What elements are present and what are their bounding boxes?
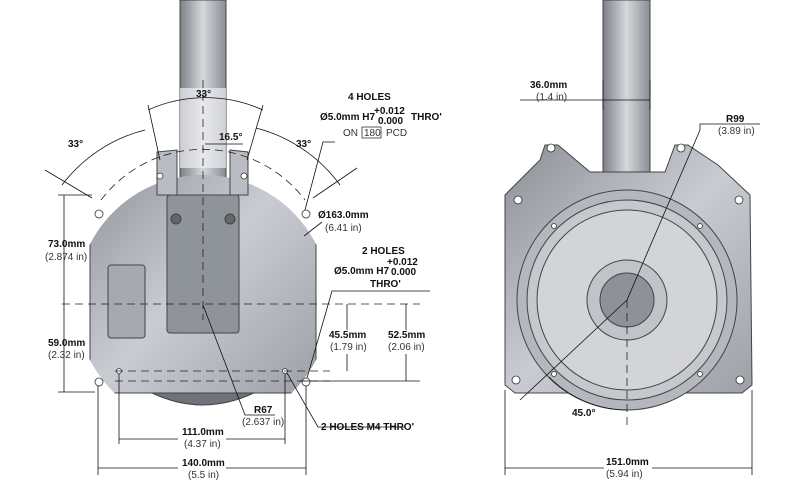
height-52-5-in: (2.06 in)	[388, 342, 425, 353]
angle-top-label: 33°	[196, 89, 211, 100]
angle-45-label: 45.0°	[572, 408, 595, 419]
radius-67-in: (2.637 in)	[242, 417, 284, 428]
width-140-in: (5.5 in)	[188, 470, 219, 481]
pcd-value: 180	[364, 128, 381, 139]
holes2-thro: THRO'	[370, 279, 401, 290]
angle-right-label: 33°	[296, 139, 311, 150]
holes4-spec: Ø5.0mm H7	[320, 112, 375, 123]
front-view: 33° 33° 33° 16.5° 4 HOLES Ø5.0mm H7 +0.0…	[44, 0, 442, 481]
holes4-tol-lower: 0.000	[378, 116, 403, 127]
m4-holes-label: 2 HOLES M4 THRO'	[321, 422, 414, 433]
holes2-tol-lower: 0.000	[391, 267, 416, 278]
side-recess	[107, 264, 146, 339]
height-59-mm: 59.0mm	[48, 338, 85, 349]
rear-view: R99 (3.89 in) 45.0° 36.0mm (1.4 in) 151.…	[504, 0, 760, 481]
radius-99-in: (3.89 in)	[718, 126, 755, 137]
pcd-label: PCD	[386, 128, 407, 139]
height-45-5-mm: 45.5mm	[329, 330, 366, 341]
width-111-mm: 111.0mm	[182, 427, 224, 438]
diameter-in: (6.41 in)	[325, 223, 362, 234]
width-36-mm: 36.0mm	[530, 80, 567, 91]
holes2-spec: Ø5.0mm H7	[334, 266, 389, 277]
holes4-thro: THRO'	[411, 112, 442, 123]
diameter-mm: Ø163.0mm	[318, 210, 369, 221]
width-151-in: (5.94 in)	[606, 469, 643, 480]
rear-shaft	[602, 0, 651, 173]
angle-half-label: 16.5°	[219, 132, 242, 143]
height-59-in: (2.32 in)	[48, 350, 85, 361]
height-45-5-in: (1.79 in)	[330, 342, 367, 353]
width-36-in: (1.4 in)	[536, 92, 567, 103]
mounting-holes	[94, 172, 311, 387]
height-73-in: (2.874 in)	[45, 252, 87, 263]
holes2-tol-upper: +0.012	[387, 257, 418, 268]
width-111-in: (4.37 in)	[184, 439, 221, 450]
radius-67-label: R67	[254, 405, 273, 416]
radius-99-label: R99	[726, 114, 745, 125]
height-73-mm: 73.0mm	[48, 239, 85, 250]
height-52-5-mm: 52.5mm	[388, 330, 425, 341]
holes2-title: 2 HOLES	[362, 246, 405, 257]
width-151-mm: 151.0mm	[606, 457, 649, 468]
angle-left-label: 33°	[68, 139, 83, 150]
holes4-title: 4 HOLES	[348, 92, 391, 103]
pcd-on: ON	[343, 128, 358, 139]
holes4-tol-upper: +0.012	[374, 106, 405, 117]
width-140-mm: 140.0mm	[182, 458, 225, 469]
